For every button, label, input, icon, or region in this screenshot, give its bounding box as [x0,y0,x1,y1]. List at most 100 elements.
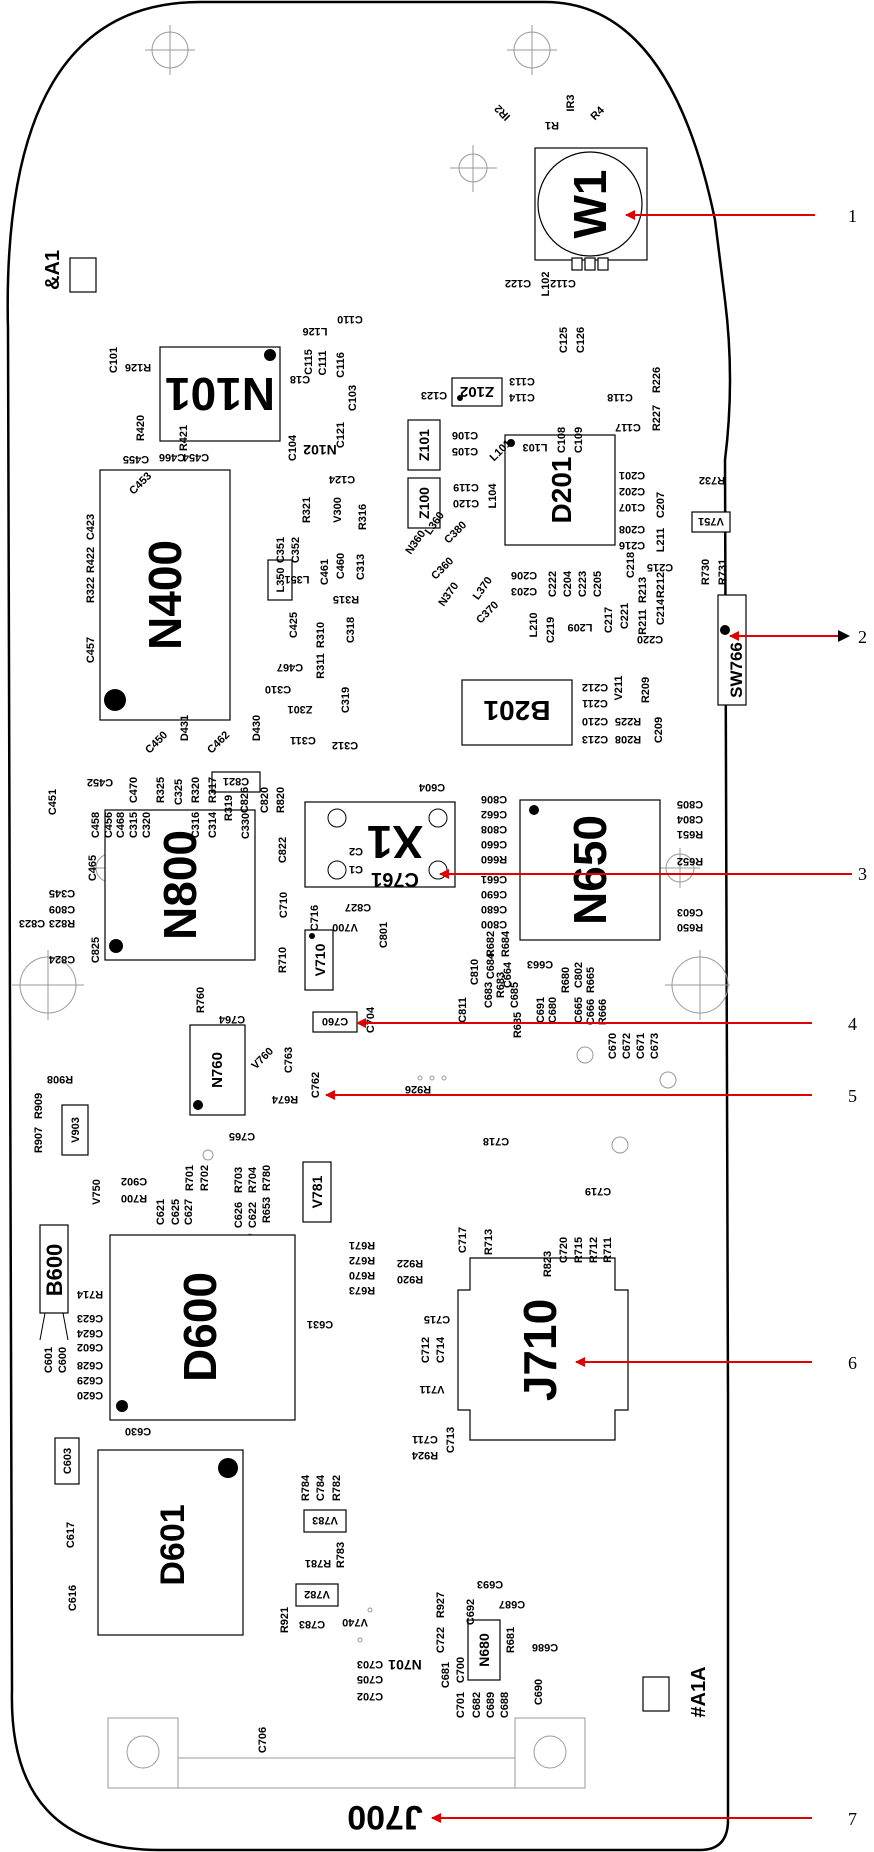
label-c380: C380 [442,519,469,546]
label-v710: V710 [312,943,328,976]
label-l102: L102 [540,271,552,296]
label-r823: R823 [49,917,75,929]
board-outline [6,0,732,1852]
label-c809: C809 [49,903,75,915]
label-r703: R703 [233,1167,245,1193]
label-r4: R4 [588,104,607,123]
label-c109: C109 [573,427,585,453]
component-d201: D201 [504,434,616,546]
label-c600: C600 [57,1347,69,1373]
label-c689: C689 [485,1692,497,1718]
label-c470: C470 [128,777,140,803]
label-c691: C691 [535,997,547,1023]
label-r732: R732 [699,474,725,486]
label-v750: V750 [91,1179,103,1205]
label-r311: R311 [315,653,327,679]
label-c631: C631 [307,1318,333,1330]
label-v211: V211 [613,675,625,700]
label-c1: C1 [349,863,363,875]
label-r652: R652 [677,855,703,867]
label-c805: C805 [677,798,703,810]
label-v700: V700 [332,921,358,933]
label-c124: C124 [328,473,355,485]
label-c121: C121 [335,422,347,448]
label-n701: N701 [388,1657,422,1673]
label-c626: C626 [233,1202,245,1228]
label-b201: B201 [484,695,551,726]
component-n101: N101 [159,346,281,442]
label-c319: C319 [340,687,352,713]
label-c617: C617 [65,1522,77,1548]
label-b600: B600 [42,1244,67,1297]
label-c820: C820 [259,787,271,813]
label-c701: C701 [455,1692,467,1718]
label-c711: C711 [412,1433,438,1445]
label-c801: C801 [378,922,390,948]
label-c425: C425 [288,612,300,638]
label-z101: Z101 [416,429,432,461]
callout-number-2: 2 [858,627,867,647]
label-r671: R671 [349,1239,375,1251]
label-c685: C685 [509,982,521,1008]
label-l103: L103 [522,441,547,453]
label-r315: R315 [333,593,359,605]
label-n102: N102 [303,442,337,458]
label-c105: C105 [452,445,478,457]
label-c687: C687 [499,1598,525,1610]
label-r780: R780 [261,1165,273,1191]
label-c762: C762 [310,1072,322,1098]
label-r320: R320 [190,777,202,803]
label-l209: L209 [567,621,592,633]
label-r422: R422 [85,547,97,573]
label-r674: R674 [271,1093,298,1105]
label-c204: C204 [562,570,574,597]
label-r316: R316 [357,504,369,530]
label-r820: R820 [275,787,287,813]
label-c122: C122 [505,277,531,289]
label-c468: C468 [115,812,127,838]
label-c702: C702 [357,1690,383,1702]
label-r926: R926 [405,1083,431,1095]
label-c313: C313 [355,554,367,580]
fiducial-marks [12,25,730,1020]
label-r420: R420 [135,415,147,441]
label-l210: L210 [528,612,540,637]
label-d600: D600 [174,1272,226,1382]
label-r823b: R823 [542,1251,554,1277]
label-c457: C457 [85,637,97,663]
label-c466: C466 [159,451,185,463]
label-r225: R225 [615,715,641,727]
label-n680: N680 [476,1633,492,1667]
label-c110: C110 [337,313,363,325]
label-c825: C825 [90,937,102,963]
label-c712: C712 [420,1337,432,1363]
label-c714: C714 [435,1336,447,1363]
label-c802: C802 [573,962,585,988]
label-c360: C360 [429,555,456,582]
label-c670: C670 [607,1033,619,1059]
label-c345: C345 [49,887,75,899]
label-c117: C117 [615,421,641,433]
label-c452: C452 [87,776,113,788]
label-r731: R731 [717,559,729,585]
label-c664: C664 [502,961,514,988]
label-c622: C622 [247,1202,259,1228]
label-c665: C665 [573,997,585,1023]
label-c465: C465 [87,855,99,881]
label-c823: C823 [19,917,45,929]
label-c209: C209 [653,717,665,743]
callout-number-1: 1 [848,206,857,226]
label-c715: C715 [424,1313,450,1325]
label-c784: C784 [315,1474,327,1501]
label-r2: IR2 [492,102,513,123]
label-r712: R712 [588,1237,600,1263]
label-r317: R317 [207,777,219,803]
label-r321: R321 [301,497,313,523]
label-c203: C203 [511,585,537,597]
label-c216: C216 [619,539,645,551]
label-r212: R212 [655,572,667,598]
label-c2: C2 [349,845,363,857]
label-c318: C318 [345,617,357,643]
label-r715: R715 [573,1237,585,1263]
label-c325: C325 [173,779,185,805]
